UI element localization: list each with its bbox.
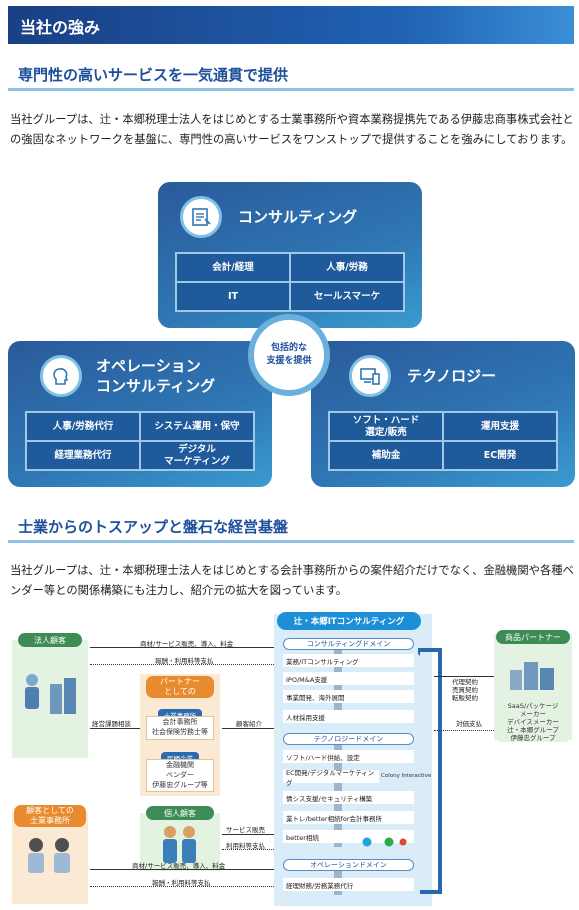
agency-arrow <box>434 676 494 677</box>
sales-label-top: 商材/サービス販売、導入、料金 <box>140 640 234 648</box>
consulting-item: 業務/ITコンサルティング <box>283 654 414 667</box>
grid-cell: 経理業務代行 <box>26 441 140 470</box>
pillar-operation: オペレーション コンサルティング 人事/労務代行 システム運用・保守 経理業務代… <box>8 341 272 487</box>
grid-cell: 運用支援 <box>443 412 557 441</box>
grid-cell: IT <box>176 282 290 311</box>
pillar-title-line2: コンサルティング <box>96 377 216 395</box>
pillar-grid: 人事/労務代行 システム運用・保守 経理業務代行 デジタル マーケティング <box>25 411 255 471</box>
consult-label: 経営課題相談 <box>92 720 131 728</box>
hub-line1: 包括的な <box>270 343 307 353</box>
it-consulting-label: 辻・本郷ITコンサルティング <box>277 612 421 630</box>
sales-label-bottom: 商材/サービス販売、導入、料金 <box>132 862 226 870</box>
domain-bar <box>334 650 342 720</box>
pillar-grid: ソフト・ハード 選定/販売 運用支援 補助金 EC開発 <box>328 411 558 471</box>
consult-arrow <box>90 728 140 729</box>
tech-item: ソフト/ハード供給、設定 <box>283 750 414 763</box>
referral-arrow <box>222 728 274 729</box>
private-body: 金融機関 ベンダー 伊藤忠グループ等 <box>146 759 214 792</box>
hub-circle: 包括的な 支援を提供 <box>248 314 330 396</box>
operation-domain: オペレーションドメイン <box>283 859 414 871</box>
product-partner-body: SaaS/パッケージ メーカー デバイスメーカー 辻・本郷グループ 伊藤忠グルー… <box>498 702 568 742</box>
hub-line2: 支援を提供 <box>266 356 312 366</box>
grid-cell: 人事/労務代行 <box>26 412 140 441</box>
service-sales-label: サービス販売 <box>226 826 265 834</box>
operation-item: 経理財務/労務業務代行 <box>283 878 414 891</box>
pillar-consulting: コンサルティング 会計/経理 人事/労務 IT セールスマーケ <box>158 182 422 328</box>
tech-item: EC開発/デジタルマーケティング <box>283 769 379 787</box>
partner-logo-icons <box>345 832 411 851</box>
pillar-title-line1: オペレーション <box>96 357 201 375</box>
loop-arrow <box>414 644 448 898</box>
people-icon <box>22 836 78 880</box>
customer-firm-label: 顧客としての 士業事務所 <box>14 805 86 827</box>
consulting-domain: コンサルティングドメイン <box>283 638 414 650</box>
grid-cell: セールスマーケ <box>290 282 404 311</box>
usage-fee-arrow <box>222 849 274 850</box>
technology-domain: テクノロジードメイン <box>283 733 414 745</box>
grid-cell: ソフト・ハード 選定/販売 <box>329 412 443 441</box>
product-partner-label: 商品パートナー <box>496 630 570 644</box>
consulting-item: 人材採用支援 <box>283 710 414 723</box>
building-icon <box>508 660 558 694</box>
sales-arrow-bottom <box>90 869 274 870</box>
grid-cell: デジタル マーケティング <box>140 441 254 470</box>
fee-arrow-top <box>90 664 274 665</box>
devices-icon <box>349 355 391 397</box>
individual-people-icon <box>160 824 200 870</box>
individual-label: 個人顧客 <box>146 806 214 820</box>
individual-panel <box>140 813 220 871</box>
sales-arrow-top <box>90 647 274 648</box>
grid-cell: システム運用・保守 <box>140 412 254 441</box>
fee-label-top: 報酬・利用料等支払 <box>155 657 214 665</box>
colony-logo-text: Colony Interactive <box>381 773 432 779</box>
document-chart-icon <box>180 196 222 238</box>
fee-label-bottom: 報酬・利用料等支払 <box>152 879 211 887</box>
tech-item: 業トレ/better相続for会計事務所 <box>283 811 414 824</box>
tech-item: 情シス支援/セキュリティ構築 <box>283 791 414 804</box>
service-sales-arrow <box>222 834 274 835</box>
usage-fee-label: 利用料等支払 <box>226 842 265 850</box>
office-person-icon <box>20 670 80 722</box>
section-divider <box>8 88 574 91</box>
section-title-foundation: 士業からのトスアップと盤石な経営基盤 <box>18 518 289 536</box>
grid-cell: EC開発 <box>443 441 557 470</box>
customer-firm-panel <box>12 812 88 904</box>
pillar-technology: テクノロジー ソフト・ハード 選定/販売 運用支援 補助金 EC開発 <box>311 341 575 487</box>
section-title-onestop: 専門性の高いサービスを一気通貫で提供 <box>18 66 289 84</box>
price-label: 対価支払 <box>456 720 482 728</box>
grid-cell: 会計/経理 <box>176 253 290 282</box>
agency-label: 代理契約 売買契約 転販契約 <box>452 678 478 702</box>
fee-arrow-bottom <box>90 886 274 887</box>
tech-item: better相続 <box>283 830 414 843</box>
section-divider <box>8 540 574 543</box>
pillar-grid: 会計/経理 人事/労務 IT セールスマーケ <box>175 252 405 312</box>
consulting-item: IPO/M&A支援 <box>283 672 414 685</box>
corp-client-label: 法人顧客 <box>18 633 82 647</box>
pillar-title: コンサルティング <box>238 208 358 226</box>
banner-title: 当社の強み <box>20 18 101 37</box>
header-banner: 当社の強み <box>8 6 574 44</box>
partner-label: パートナー としての <box>146 676 214 698</box>
grid-cell: 補助金 <box>329 441 443 470</box>
shigyo-body: 会計事務所 社会保険労務士等 <box>146 716 214 740</box>
section-paragraph: 当社グループは、辻・本郷税理士法人をはじめとする士業事務所や資本業務提携先である… <box>10 113 574 146</box>
referral-label: 顧客紹介 <box>236 720 262 728</box>
consulting-item: 事業開発、海外展開 <box>283 690 414 703</box>
pillar-title: テクノロジー <box>407 367 497 385</box>
person-head-icon <box>40 355 82 397</box>
grid-cell: 人事/労務 <box>290 253 404 282</box>
price-arrow <box>434 730 494 731</box>
section-paragraph: 当社グループは、辻・本郷税理士法人をはじめとする会計事務所からの案件紹介だけでな… <box>10 564 574 597</box>
